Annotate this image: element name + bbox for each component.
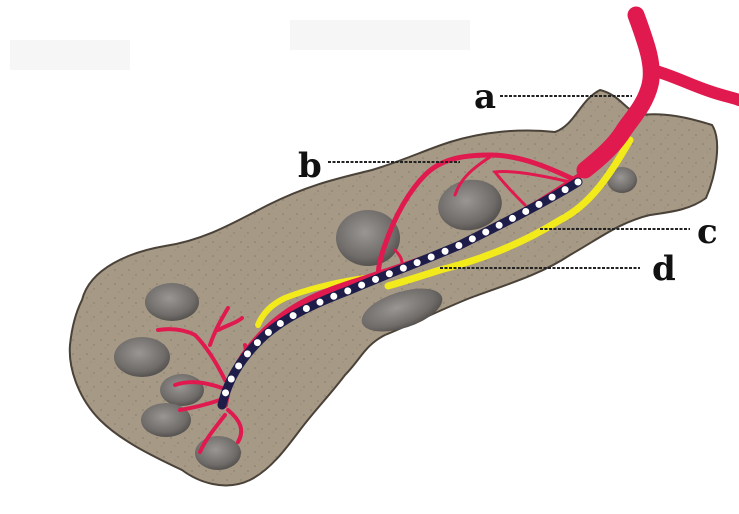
label-a: a xyxy=(474,77,496,117)
cavity-1 xyxy=(145,283,199,321)
label-b: b xyxy=(298,146,322,186)
label-c: c xyxy=(697,212,718,252)
vessel-a-branch xyxy=(652,70,739,100)
cavity-2 xyxy=(114,337,170,377)
cavity-3 xyxy=(160,374,204,406)
label-d: d xyxy=(652,249,676,289)
cavity-5 xyxy=(195,436,241,470)
background-marks xyxy=(10,20,470,70)
cavity-6 xyxy=(336,210,400,266)
